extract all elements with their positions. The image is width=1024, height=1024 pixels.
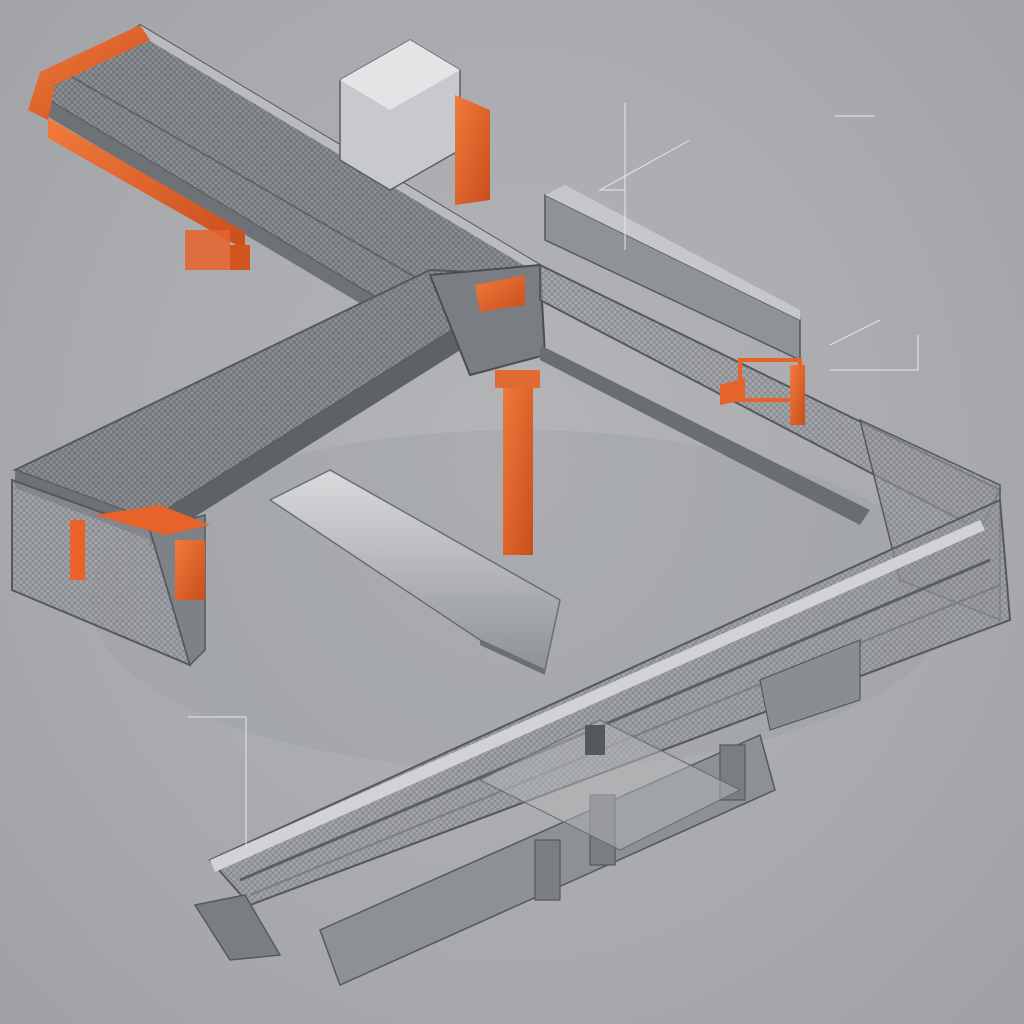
conveyor-lower-left bbox=[11, 268, 561, 675]
conveyor-lower bbox=[193, 498, 1012, 987]
leader-lines bbox=[188, 103, 919, 850]
orange-end-frame-top bbox=[28, 25, 150, 120]
center-junction bbox=[428, 263, 547, 555]
conveyor-upper-left bbox=[28, 23, 542, 345]
orange-post bbox=[503, 375, 533, 555]
conveyor-right bbox=[539, 185, 1002, 622]
support-beam bbox=[268, 469, 561, 672]
